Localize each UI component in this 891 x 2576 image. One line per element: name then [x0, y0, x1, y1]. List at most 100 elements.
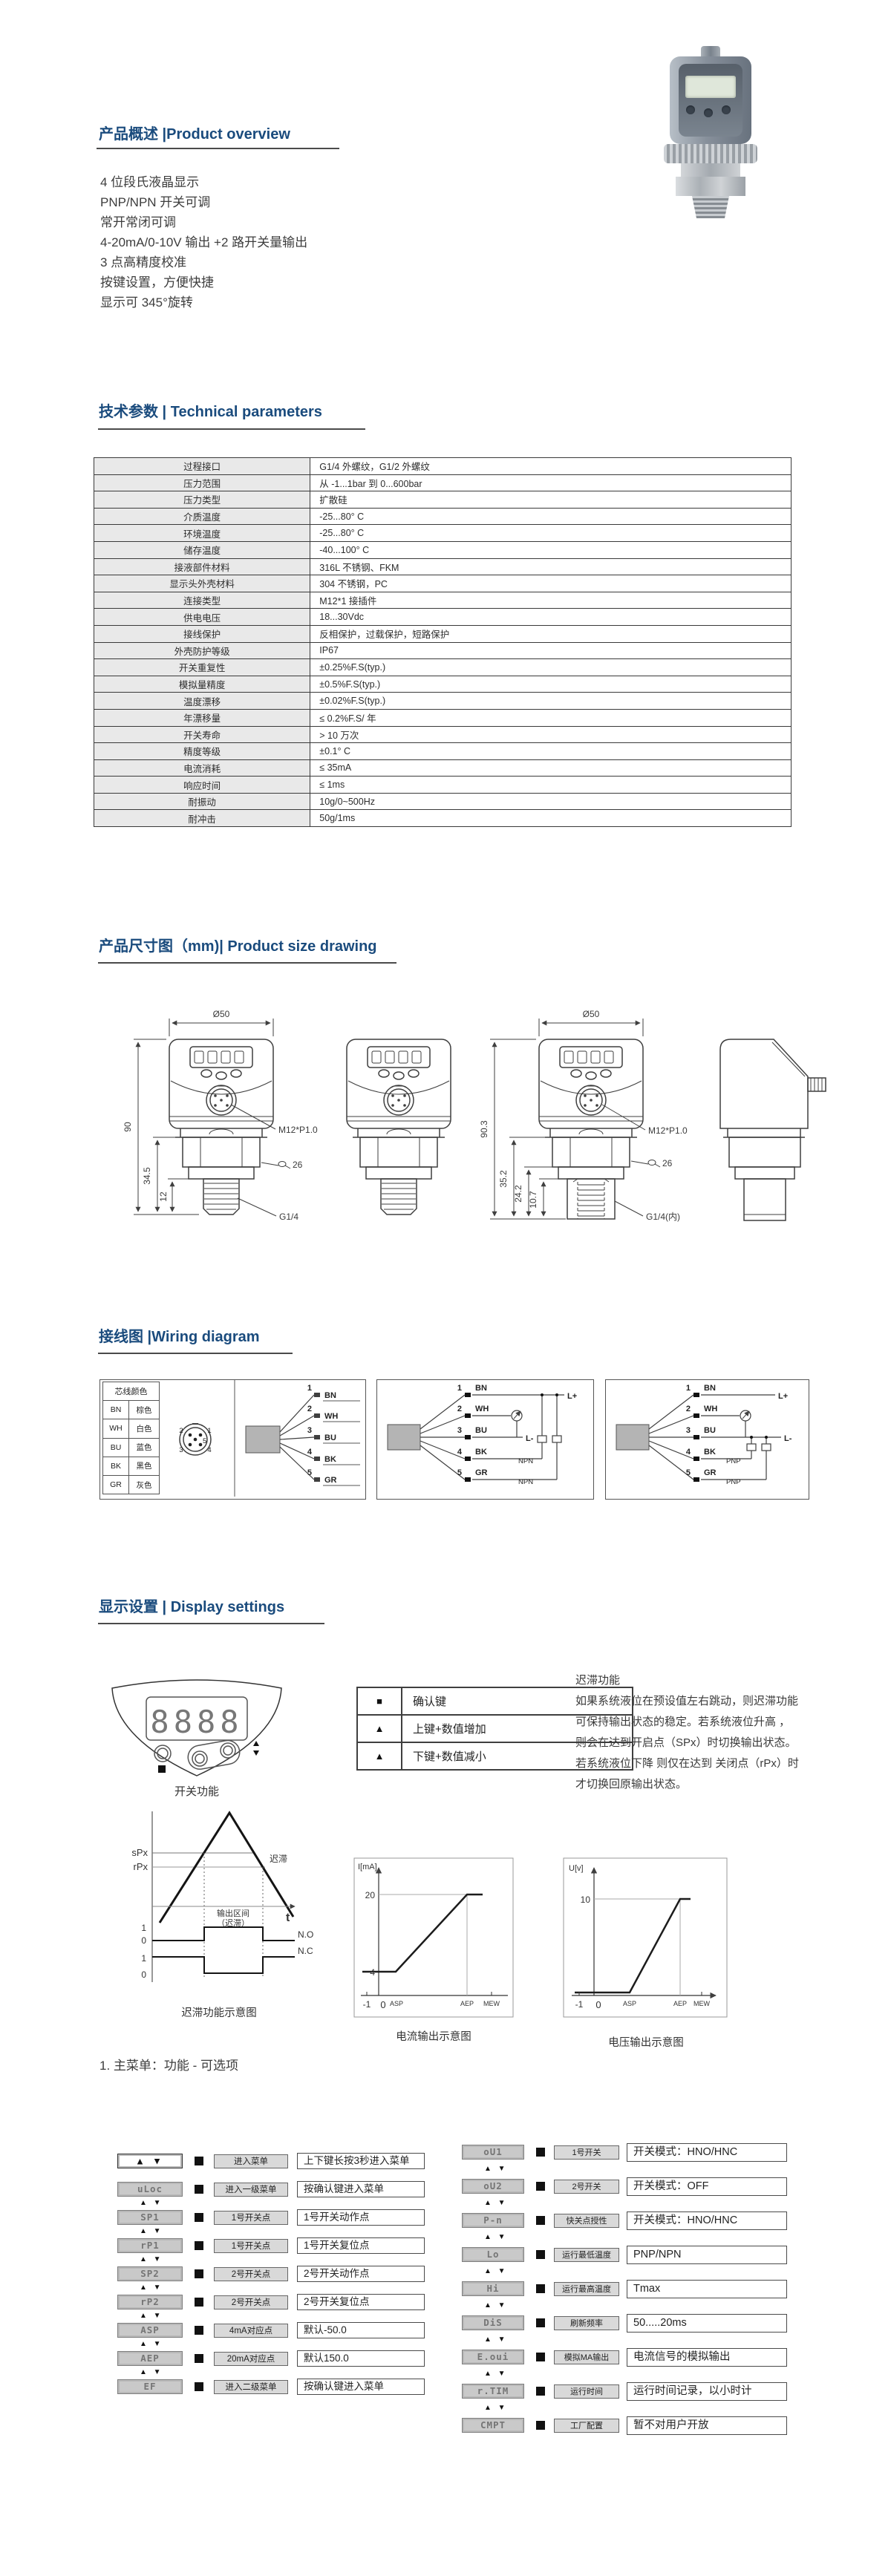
tick-asp: ASP: [390, 2000, 403, 2007]
confirm-key-icon: [195, 2382, 203, 2391]
table-row: 显示头外壳材料 304 不锈钢，PC: [93, 575, 792, 592]
menu-lcd-code: rP1: [117, 2238, 183, 2253]
menu-description: 50.....20ms: [627, 2313, 787, 2333]
parameter-name-cell: 过程接口: [93, 457, 311, 475]
dim-35-2: 35.2: [498, 1170, 509, 1188]
down-key-icon: [253, 1750, 259, 1756]
pin-label: 1: [207, 1427, 211, 1435]
confirm-key-icon: [536, 2182, 545, 2191]
wire-color-code: BN: [704, 1384, 716, 1393]
menu-description: 2号开关复位点: [297, 2294, 425, 2310]
table-row: 外壳防护等级 IP67: [93, 641, 792, 660]
wire-number: 2: [686, 1405, 691, 1413]
confirm-key-icon: [536, 2250, 545, 2259]
normally-open-label: N.O: [298, 1929, 313, 1940]
tech-title: 技术参数 | Technical parameters: [99, 404, 322, 420]
wire-color-row: WH 白色: [102, 1419, 160, 1439]
label-thread-g14-female: G1/4(内): [646, 1212, 680, 1222]
parameter-value-cell: ±0.1° C: [310, 742, 792, 760]
table-row: 介质温度 -25...80° C: [93, 507, 792, 526]
menu-description: 运行时间记录，以小时计: [627, 2382, 787, 2401]
wire-color-code: BK: [704, 1448, 716, 1457]
menu-lcd-code: SP1: [117, 2210, 183, 2225]
parameter-name-cell: 耐冲击: [93, 809, 311, 828]
confirm-key-icon: [536, 2216, 545, 2225]
key-legend-row: ▲ 下键+数值减小: [356, 1742, 633, 1771]
table-row: 储存温度 -40...100° C: [93, 540, 792, 559]
level-1: 1: [141, 1923, 146, 1933]
table-row: 环境温度 -25...80° C: [93, 524, 792, 542]
parameter-value-cell: -25...80° C: [310, 507, 792, 526]
dim-diameter: Ø50: [213, 1009, 230, 1019]
menu-row: SP2 2号开关点 2号开关动作点: [117, 2266, 425, 2282]
photo-neck: [681, 163, 740, 177]
menu-lcd-code: oU2: [462, 2179, 524, 2194]
hysteresis-paragraph: 如果系统液位在预设值左右跳动，则迟滞功能可保持输出状态的稳定。若系统液位升高 ，…: [575, 1691, 861, 1795]
wire-color-row: BN 棕色: [102, 1400, 160, 1420]
overview-bullet: 4 位段氏液晶显示: [100, 175, 200, 189]
menu-lcd-code: E.oui: [462, 2350, 524, 2364]
size-title: 产品尺寸图（mm)| Product size drawing: [99, 938, 377, 955]
wire-color-name: 灰色: [128, 1474, 160, 1495]
overview-title-rule: [97, 148, 339, 149]
confirm-key-icon: [195, 2213, 203, 2222]
menu-description: 开关模式：HNO/HNC: [627, 2142, 787, 2162]
menu-connector-arrows: ▲ ▼: [484, 2199, 508, 2207]
confirm-key-icon: [536, 2318, 545, 2327]
overview-title: 产品概述 |Product overview: [99, 126, 290, 143]
parameter-name-cell: 显示头外壳材料: [93, 575, 311, 592]
overview-bullet: 显示可 345°旋转: [100, 295, 193, 310]
npn-wiring-drawing: 1 BN 2 WH 3 BU 4 BK 5 GR L+ L- NPN NPN: [387, 1384, 577, 1486]
menu-description: 默认-50.0: [297, 2322, 425, 2338]
menu-description: 1号开关动作点: [297, 2209, 425, 2226]
voltage-output-chart: U[v] 10 -1 0 ASP AEP MEW: [563, 1857, 728, 2018]
dimension-drawing-front-g14: Ø50 90 34.5 12 M12*P1.0 26 G1/4: [123, 1009, 318, 1222]
menu-row: DiS 刷新频率 50.....20ms: [462, 2313, 787, 2333]
key-icon: ▲: [356, 1714, 402, 1743]
overview-bullet: 4-20mA/0-10V 输出 +2 路开关量输出: [100, 235, 308, 249]
dim-34-5: 34.5: [142, 1167, 152, 1185]
menu-function-button: 1号开关: [554, 2145, 619, 2160]
wire-number: 2: [307, 1405, 312, 1413]
menu-lcd-code: oU1: [462, 2145, 524, 2160]
menu-lcd-code: ▲ ▼: [117, 2154, 183, 2168]
menu-row: E.oui 模拟MA输出 电流信号的模拟输出: [462, 2347, 787, 2367]
current-chart-caption: 电流输出示意图: [396, 2031, 471, 2043]
parameter-name-cell: 开关寿命: [93, 725, 311, 744]
parameter-value-cell: M12*1 接插件: [310, 591, 792, 609]
table-row: 年漂移量 ≤ 0.2%F.S/ 年: [93, 708, 792, 727]
wire-color-name: 黑色: [128, 1456, 160, 1476]
menu-function-button: 4mA对应点: [214, 2323, 288, 2338]
hysteresis-line: 如果系统液位在预设值左右跳动，则迟滞功能: [575, 1695, 799, 1707]
menu-connector-arrows: ▲ ▼: [140, 2255, 163, 2263]
menu-connector-arrows: ▲ ▼: [484, 2233, 508, 2241]
menu-row: Lo 运行最低温度 PNP/NPN: [462, 2245, 787, 2264]
menu-description: 按确认键进入菜单: [297, 2181, 425, 2197]
table-row: 模拟量精度 ±0.5%F.S(typ.): [93, 675, 792, 693]
menu-function-button: 1号开关点: [214, 2238, 288, 2253]
menu-function-button: 刷新频率: [554, 2315, 619, 2330]
tick-minus1: -1: [363, 1999, 371, 2010]
wire-number: 3: [686, 1426, 691, 1435]
menu-row: uLoc 进入一级菜单 按确认键进入菜单: [117, 2181, 425, 2197]
wrench-icon: [278, 1161, 291, 1169]
label-m12-connector: M12*P1.0: [278, 1125, 318, 1135]
menu-connector-arrows: ▲ ▼: [484, 2165, 508, 2173]
supply-plus-label: L+: [778, 1392, 788, 1401]
parameter-name-cell: 外壳防护等级: [93, 641, 311, 660]
device-caption: 开关功能: [174, 1785, 219, 1798]
pnp-wiring-drawing: 1 BN 2 WH 3 BU 4 BK 5 GR L+ L- PNP PNP: [616, 1384, 792, 1486]
menu-function-button: 1号开关点: [214, 2210, 288, 2225]
wire-number: 4: [307, 1448, 313, 1457]
menu-function-button: 进入菜单: [214, 2154, 288, 2168]
wire-color-name: 白色: [128, 1419, 160, 1439]
table-row: 精度等级 ±0.1° C: [93, 742, 792, 760]
resetpoint-label: rPx: [134, 1861, 148, 1872]
main-menu-heading: 1. 主菜单：功能 - 可选项: [99, 2059, 239, 2073]
menu-lcd-code: AEP: [117, 2351, 183, 2366]
voltage-chart-caption: 电压输出示意图: [608, 2037, 684, 2049]
time-axis-label: t: [286, 1912, 290, 1924]
menu-connector-arrows: ▲ ▼: [140, 2284, 163, 2292]
parameter-value-cell: ≤ 35mA: [310, 759, 792, 777]
menu-lcd-code: DiS: [462, 2315, 524, 2330]
